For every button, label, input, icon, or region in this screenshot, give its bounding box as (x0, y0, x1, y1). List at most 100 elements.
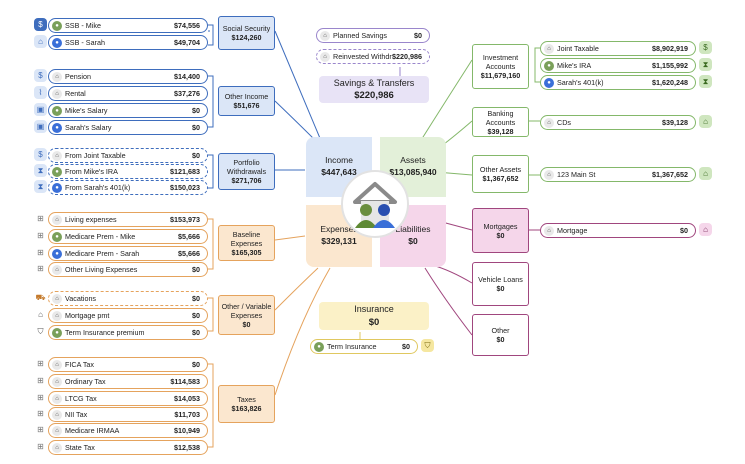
list-item[interactable]: ⌂ LTCG Tax $14,053 (48, 391, 208, 406)
category-amount: $0 (496, 335, 505, 344)
home-icon[interactable]: ⌂ (699, 167, 712, 180)
grid-icon[interactable]: ⊞ (37, 359, 44, 368)
list-item[interactable]: ● Sarah's Salary $0 (48, 120, 208, 135)
item-value: $0 (192, 151, 200, 160)
list-item[interactable]: ● Mike's Salary $0 (48, 103, 208, 118)
list-item[interactable]: ⌂ Pension $14,400 (48, 69, 208, 84)
category-portfolio-withdrawals[interactable]: Portfolio Withdrawals $271,706 (218, 153, 275, 190)
cart-icon[interactable]: ⛟ (35, 292, 46, 302)
category-investment-accounts[interactable]: Investment Accounts $11,679,160 (472, 44, 529, 89)
list-item[interactable]: ⌂ Mortgage $0 (540, 223, 696, 238)
house-illustration (353, 182, 397, 228)
list-item[interactable]: ⌂ Reinvested Withdr... $220,986 (316, 49, 430, 64)
grid-icon[interactable]: ⊞ (37, 442, 44, 451)
category-other-variable-expenses[interactable]: Other / Variable Expenses $0 (218, 295, 275, 335)
list-item[interactable]: ⌂ Planned Savings $0 (316, 28, 430, 43)
hourglass-icon[interactable]: ⧗ (699, 58, 712, 71)
item-value: $12,538 (174, 443, 200, 452)
savings-transfers-box[interactable]: Savings & Transfers $220,986 (319, 76, 429, 103)
list-item[interactable]: ⌂ CDs $39,128 (540, 115, 696, 130)
list-item[interactable]: ● Term Insurance $0 (310, 339, 418, 354)
briefcase-icon[interactable]: ▣ (34, 120, 47, 133)
list-item[interactable]: ⌂ Medicare IRMAA $10,949 (48, 423, 208, 438)
category-social-security[interactable]: Social Security $124,260 (218, 16, 275, 50)
item-value: $220,986 (392, 52, 422, 61)
hourglass-icon[interactable]: ⧗ (34, 180, 47, 193)
list-item[interactable]: ● Medicare Prem - Sarah $5,666 (48, 246, 208, 261)
list-item[interactable]: ● Mike's IRA $1,155,992 (540, 58, 696, 73)
list-item[interactable]: ⌂ Living expenses $153,973 (48, 212, 208, 227)
list-item[interactable]: ⌂ From Joint Taxable $0 (48, 148, 208, 163)
list-item[interactable]: ● SSB - Mike $74,556 (48, 18, 208, 33)
item-value: $8,902,919 (652, 44, 688, 53)
briefcase-icon[interactable]: ▣ (34, 103, 47, 116)
list-item[interactable]: ⌂ 123 Main St $1,367,652 (540, 167, 696, 182)
list-item[interactable]: ⌂ FICA Tax $0 (48, 357, 208, 372)
category-taxes[interactable]: Taxes $163,826 (218, 385, 275, 423)
list-item[interactable]: ⌂ Ordinary Tax $114,583 (48, 374, 208, 389)
avatar-sarah: ● (52, 37, 62, 48)
category-mortgages[interactable]: Mortgages $0 (472, 208, 529, 253)
category-banking-accounts[interactable]: Banking Accounts $39,128 (472, 107, 529, 137)
shield-icon[interactable]: ⛉ (421, 339, 434, 352)
list-item[interactable]: ● Term Insurance premium $0 (48, 325, 208, 340)
item-value: $5,666 (178, 249, 200, 258)
category-other-income[interactable]: Other Income $51,676 (218, 86, 275, 116)
item-value: $1,367,652 (652, 170, 688, 179)
category-other-liabilities[interactable]: Other $0 (472, 314, 529, 356)
list-item[interactable]: ● Sarah's 401(k) $1,620,248 (540, 75, 696, 90)
list-item[interactable]: ⌂ Rental $37,276 (48, 86, 208, 101)
grid-icon[interactable]: ⊞ (37, 214, 44, 223)
item-value: $5,666 (178, 232, 200, 241)
hourglass-icon[interactable]: ⧗ (34, 164, 47, 177)
item-label: CDs (557, 118, 571, 127)
category-label: Other Income (224, 92, 269, 101)
category-other-assets[interactable]: Other Assets $1,367,652 (472, 155, 529, 193)
dollar-icon[interactable]: $ (34, 69, 47, 82)
list-item[interactable]: ⌂ Vacations $0 (48, 291, 208, 306)
hourglass-icon[interactable]: ⧗ (699, 75, 712, 88)
house-icon: ⌂ (52, 214, 62, 225)
list-item[interactable]: ● SSB - Sarah $49,704 (48, 35, 208, 50)
category-amount: $51,676 (233, 101, 260, 110)
grid-icon[interactable]: ⊞ (37, 231, 44, 240)
category-baseline-expenses[interactable]: Baseline Expenses $165,305 (218, 225, 275, 261)
dollar-icon[interactable]: $ (34, 148, 47, 161)
insurance-box[interactable]: Insurance $0 (319, 302, 429, 330)
home-icon[interactable]: ⌂ (38, 310, 43, 319)
grid-icon[interactable]: ⊞ (37, 409, 44, 418)
item-label: From Joint Taxable (65, 151, 126, 160)
grid-icon[interactable]: ⊞ (37, 425, 44, 434)
category-label: Vehicle Loans (478, 275, 523, 284)
item-value: $0 (192, 123, 200, 132)
list-item[interactable]: ⌂ NII Tax $11,703 (48, 407, 208, 422)
list-item[interactable]: ● From Sarah's 401(k) $150,023 (48, 180, 208, 195)
list-item[interactable]: ⌂ Other Living Expenses $0 (48, 262, 208, 277)
item-label: Living expenses (65, 215, 117, 224)
family-house-icon[interactable] (341, 170, 409, 238)
item-value: $121,683 (170, 167, 200, 176)
grid-icon[interactable]: ⊞ (37, 393, 44, 402)
category-vehicle-loans[interactable]: Vehicle Loans $0 (472, 262, 529, 306)
item-value: $0 (192, 265, 200, 274)
category-amount: $0 (496, 230, 505, 240)
quadrant-amount: $0 (408, 236, 418, 246)
item-label: Mike's IRA (557, 61, 592, 70)
dollar-icon[interactable]: $ (699, 41, 712, 54)
list-item[interactable]: ● From Mike's IRA $121,683 (48, 164, 208, 179)
chart-icon[interactable]: ⌇ (34, 86, 47, 99)
grid-icon[interactable]: ⊞ (37, 248, 44, 257)
bank-icon[interactable]: ⌂ (34, 35, 47, 48)
dollar-icon[interactable]: $ (34, 18, 47, 31)
list-item[interactable]: ⌂ State Tax $12,538 (48, 440, 208, 455)
shield-icon[interactable]: ⛉ (37, 326, 44, 336)
income-quadrant[interactable]: Income $447,643 (306, 137, 372, 197)
list-item[interactable]: ● Medicare Prem - Mike $5,666 (48, 229, 208, 244)
list-item[interactable]: ⌂ Mortgage pmt $0 (48, 308, 208, 323)
item-value: $1,155,992 (652, 61, 688, 70)
grid-icon[interactable]: ⊞ (37, 264, 44, 273)
grid-icon[interactable]: ⊞ (37, 376, 44, 385)
list-item[interactable]: ⌂ Joint Taxable $8,902,919 (540, 41, 696, 56)
home-icon[interactable]: ⌂ (699, 223, 712, 236)
bank-icon[interactable]: ⌂ (699, 115, 712, 128)
